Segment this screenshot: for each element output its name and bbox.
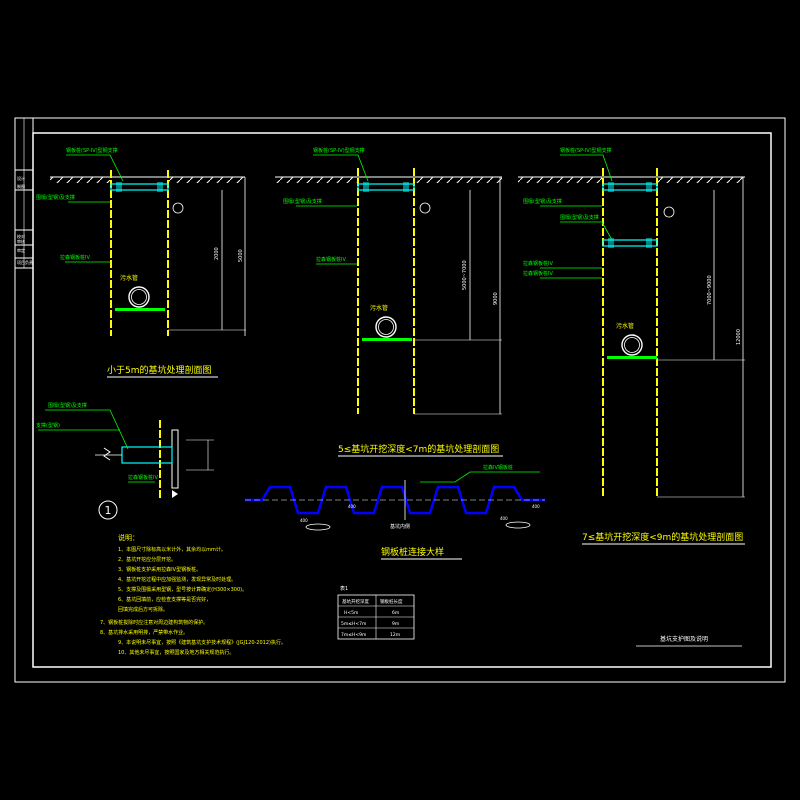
notes-heading: 说明： [118,533,139,542]
outer-frame [14,117,786,683]
note-2: 2、基坑开挖应分层开挖。 [118,556,176,563]
table-cell: H<5m [344,610,358,616]
ground-hatch-right [168,177,245,183]
dim-text-mid-1: 5000~7000 [462,260,468,290]
sheetpile-dim-1: 400 [300,518,308,523]
table-cell: 6m [392,610,399,616]
label-top-small: 钢板桩(SP-IV)型钢支撑 [66,147,118,154]
level-mark [419,202,431,214]
detail-label-3: 拉森钢板桩IV [128,474,158,481]
dim-text-mid-2: 9000 [493,292,499,305]
view-mid: 钢板桩(SP-IV)型钢支撑 围檩(型钢)及支撑 拉森钢板桩IV 污水管 500… [275,147,503,457]
sheetpile-title: 钢板桩连接大样 [381,546,444,558]
ground-hatch-left [518,177,602,183]
label-brace2-deep: 围檩(型钢)及支撑 [560,214,599,221]
label-pile-small: 拉森钢板桩IV [60,254,90,261]
table-header-2: 钢板桩长度 [380,598,403,605]
ground-hatch-left [50,177,110,183]
dim-text-deep-1: 7000~9000 [707,275,713,305]
detail-strut [121,446,173,464]
label-pile-mid: 拉森钢板桩IV [316,256,346,263]
label-brace1-deep: 围檩(型钢)及支撑 [523,198,562,205]
table-caption: 表1 [340,585,348,592]
title-mid: 5≤基坑开挖深度<7m的基坑处理剖面图 [338,443,499,455]
dim-text-small-2: 5000 [238,249,244,262]
label-pipe-mid: 污水管 [370,304,388,312]
pipe-bedding [115,308,165,311]
note-5: 5、支撑及围檩采用型钢，型号按计算确定(H300×300)。 [118,586,247,593]
strut [110,183,169,191]
sewer-pipe [128,286,150,308]
sheet-title: 基坑支护图及说明 [660,635,708,643]
notes: 说明： 1、本图尺寸除标高以米计外，其余均以mm计。 2、基坑开挖应分层开挖。 … [100,533,286,656]
tb-cell-5: 审定 [17,247,25,253]
title-small: 小于5m的基坑处理剖面图 [107,364,212,376]
ground-hatch-right [414,177,502,183]
label-top-mid: 钢板桩(SP-IV)型钢支撑 [313,147,365,154]
sewer-pipe [621,334,643,356]
note-9: 8、基坑排水采用明排，严禁带水作业。 [100,629,188,636]
sheetpile-dim-4: 400 [532,504,540,509]
level-mark [663,206,675,218]
tb-cell-6: 项目负责 [17,259,33,265]
sheetpile-label-bottom: 基坑内侧 [390,523,410,530]
tb-cell-2: 制图 [17,183,25,189]
title-deep: 7≤基坑开挖深度<9m的基坑处理剖面图 [582,531,743,543]
dim-text-deep-2: 12000 [736,329,742,345]
level-mark [172,202,184,214]
table-cell: 9m [392,621,399,627]
label-top-deep: 钢板桩(SP-IV)型钢支撑 [560,147,612,154]
sewer-pipe [375,316,397,338]
note-1: 1、本图尺寸除标高以米计外，其余均以mm计。 [118,546,226,553]
sheetpile-label-top: 拉森IV钢板桩 [483,464,513,471]
note-3: 3、钢板桩支护采用拉森IV型钢板桩。 [118,566,201,573]
dim-text-small-1: 2000 [214,247,220,260]
note-11: 10、其他未尽事宜，按照国家及地方相关规范执行。 [118,649,234,656]
note-10: 9、本说明未尽事宜，按照《建筑基坑支护技术规程》(JGJ120-2012)执行。 [118,639,286,646]
detail-1: 围檩(型钢)及支撑 支撑(型钢) 拉森钢板桩IV 1 [36,402,214,520]
tb-cell-3: 校对 [17,233,25,239]
strut [357,183,415,191]
tb-cell-1: 设计 [17,175,25,181]
label-brace-small: 围檩(型钢)及支撑 [36,194,75,201]
label-pipe-small: 污水管 [120,274,138,282]
sheet-pile-detail: 拉森IV钢板桩 基坑内侧 400 400 400 400 钢板桩连接大样 [245,464,545,560]
note-6: 6、基坑回填前，应检查支撑等是否完好， [118,596,211,603]
note-7: 回填完成后方可拆除。 [118,606,168,613]
label-pile-deep: 拉森钢板桩IV [523,260,553,267]
strut-2 [602,239,658,247]
pipe-bedding [362,338,412,341]
table-cell: 7m≤H<9m [341,632,366,638]
table-cell: 5m≤H<7m [341,621,366,627]
title-block: 设计 制图 校对 审核 审定 项目负责 [14,117,34,269]
ground-hatch-right [657,177,745,183]
ground-hatch-left [275,177,357,183]
table-cell: 12m [390,632,400,638]
note-4: 4、基坑开挖过程中应加强监测，发现异常及时处理。 [118,576,236,583]
depth-table: 表1 基坑开挖深度 钢板桩长度 H<5m 6m 5m≤H<7m 9m 7m≤H<… [337,585,415,640]
detail-label-1: 围檩(型钢)及支撑 [48,402,87,409]
label-brace-mid: 围檩(型钢)及支撑 [283,198,322,205]
view-deep: 钢板桩(SP-IV)型钢支撑 围檩(型钢)及支撑 围檩(型钢)及支撑 拉森钢板桩… [518,147,745,545]
detail-marker [98,500,118,520]
label-pile2-deep: 拉森钢板桩IV [523,270,553,277]
pipe-bedding [607,356,657,359]
table-header-1: 基坑开挖深度 [342,598,369,605]
detail-marker-text: 1 [105,504,112,517]
detail-label-2: 支撑(型钢) [36,422,60,429]
sheetpile-dim-2: 400 [348,504,356,509]
sheetpile-dim-3: 400 [500,516,508,521]
view-small: 钢板桩(SP-IV)型钢支撑 围檩(型钢)及支撑 拉森钢板桩IV 污水管 200… [36,147,246,378]
label-pipe-deep: 污水管 [616,322,634,330]
detail-wale [171,429,179,489]
inner-frame [32,132,772,668]
tb-cell-4: 审核 [17,238,25,244]
note-8: 7、钢板桩拔除时应注意对周边建构筑物的保护。 [100,619,208,626]
strut-1 [602,183,658,191]
